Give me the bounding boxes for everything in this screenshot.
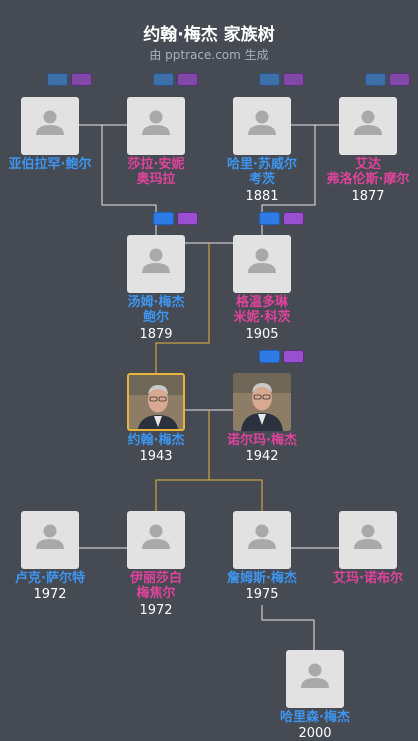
- portrait-icon: [129, 375, 183, 429]
- person-name[interactable]: 汤姆·梅杰鲍尔: [96, 295, 216, 325]
- avatar-placeholder-icon: [354, 524, 382, 549]
- avatar-placeholder-icon: [301, 663, 329, 688]
- person-birth-year: 1943: [139, 449, 173, 464]
- person-birth-year: 1877: [351, 189, 385, 204]
- person-name-line: 亚伯拉罕·鲍尔: [8, 157, 92, 172]
- person-card[interactable]: [339, 97, 397, 155]
- person-name-line: 格温多琳: [235, 295, 288, 310]
- person-birth-year: 1942: [245, 449, 279, 464]
- person-birth-year: 1881: [245, 189, 279, 204]
- avatar-placeholder-icon: [36, 524, 64, 549]
- person-name-line: 考茨: [248, 172, 275, 187]
- person-name-line: 奥玛拉: [136, 172, 176, 187]
- expand-female-line-toggle[interactable]: [283, 350, 304, 363]
- person-card[interactable]: [127, 97, 185, 155]
- person-name[interactable]: 艾达弗洛伦斯·摩尔: [308, 157, 418, 187]
- person-birth-year: 2000: [298, 726, 332, 741]
- expand-male-line-toggle[interactable]: [47, 73, 68, 86]
- person-card[interactable]: [127, 235, 185, 293]
- person-name-line: 约翰·梅杰: [127, 433, 185, 448]
- avatar-placeholder-icon: [248, 524, 276, 549]
- expand-female-line-toggle[interactable]: [177, 73, 198, 86]
- person-name[interactable]: 诺尔玛·梅杰: [202, 433, 322, 448]
- person-card[interactable]: [233, 511, 291, 569]
- person-name[interactable]: 莎拉·安妮奥玛拉: [96, 157, 216, 187]
- person-name-line: 汤姆·梅杰: [127, 295, 185, 310]
- portrait-icon: [233, 373, 291, 431]
- person-name-line: 哈里·苏威尔: [227, 157, 297, 172]
- expand-male-line-toggle[interactable]: [153, 212, 174, 225]
- person-name-line: 艾达: [354, 157, 381, 172]
- person-card[interactable]: [21, 511, 79, 569]
- expand-female-line-toggle[interactable]: [71, 73, 92, 86]
- expand-male-line-toggle[interactable]: [259, 73, 280, 86]
- expand-male-line-toggle[interactable]: [153, 73, 174, 86]
- person-name[interactable]: 亚伯拉罕·鲍尔: [0, 157, 110, 172]
- avatar-placeholder-icon: [142, 110, 170, 135]
- person-name-line: 弗洛伦斯·摩尔: [326, 172, 410, 187]
- connector-line: [261, 605, 315, 650]
- expand-male-line-toggle[interactable]: [259, 212, 280, 225]
- person-name-line: 米妮·科茨: [233, 310, 291, 325]
- person-card[interactable]: [127, 511, 185, 569]
- person-birth-year: 1972: [139, 603, 173, 618]
- person-birth-year: 1975: [245, 587, 279, 602]
- person-card[interactable]: [233, 373, 291, 431]
- expand-female-line-toggle[interactable]: [283, 212, 304, 225]
- person-card[interactable]: [286, 650, 344, 708]
- person-name-line: 莎拉·安妮: [127, 157, 185, 172]
- person-name[interactable]: 伊丽莎白梅焦尔: [96, 571, 216, 601]
- expand-female-line-toggle[interactable]: [389, 73, 410, 86]
- page-title: 约翰·梅杰 家族树: [143, 25, 275, 45]
- person-name[interactable]: 詹姆斯·梅杰: [202, 571, 322, 586]
- person-card[interactable]: [233, 235, 291, 293]
- avatar-placeholder-icon: [142, 524, 170, 549]
- avatar-placeholder-icon: [248, 110, 276, 135]
- person-name-line: 诺尔玛·梅杰: [227, 433, 297, 448]
- avatar-placeholder-icon: [248, 248, 276, 273]
- person-birth-year: 1972: [33, 587, 67, 602]
- person-name-line: 哈里森·梅杰: [280, 710, 350, 725]
- person-birth-year: 1905: [245, 327, 279, 342]
- person-name[interactable]: 格温多琳米妮·科茨: [202, 295, 322, 325]
- avatar-placeholder-icon: [36, 110, 64, 135]
- page-subtitle: 由 pptrace.com 生成: [149, 48, 269, 62]
- avatar-placeholder-icon: [142, 248, 170, 273]
- person-name-line: 梅焦尔: [136, 586, 176, 601]
- person-card[interactable]: [339, 511, 397, 569]
- person-card[interactable]: [233, 97, 291, 155]
- person-birth-year: 1879: [139, 327, 173, 342]
- person-name[interactable]: 哈里·苏威尔考茨: [202, 157, 322, 187]
- person-card[interactable]: [127, 373, 185, 431]
- person-name-line: 詹姆斯·梅杰: [227, 571, 297, 586]
- person-name-line: 伊丽莎白: [129, 571, 182, 586]
- expand-male-line-toggle[interactable]: [259, 350, 280, 363]
- expand-female-line-toggle[interactable]: [283, 73, 304, 86]
- person-name[interactable]: 约翰·梅杰: [96, 433, 216, 448]
- expand-female-line-toggle[interactable]: [177, 212, 198, 225]
- avatar-placeholder-icon: [354, 110, 382, 135]
- person-card[interactable]: [21, 97, 79, 155]
- root-connector-line: [155, 410, 210, 511]
- person-name[interactable]: 艾玛·诺布尔: [308, 571, 418, 586]
- person-name-line: 艾玛·诺布尔: [333, 571, 403, 586]
- root-connector-line: [155, 243, 210, 373]
- person-name[interactable]: 哈里森·梅杰: [255, 710, 375, 725]
- person-name-line: 鲍尔: [142, 310, 169, 325]
- root-connector-line: [209, 479, 263, 511]
- person-name[interactable]: 卢克·萨尔特: [0, 571, 110, 586]
- expand-male-line-toggle[interactable]: [365, 73, 386, 86]
- person-name-line: 卢克·萨尔特: [15, 571, 85, 586]
